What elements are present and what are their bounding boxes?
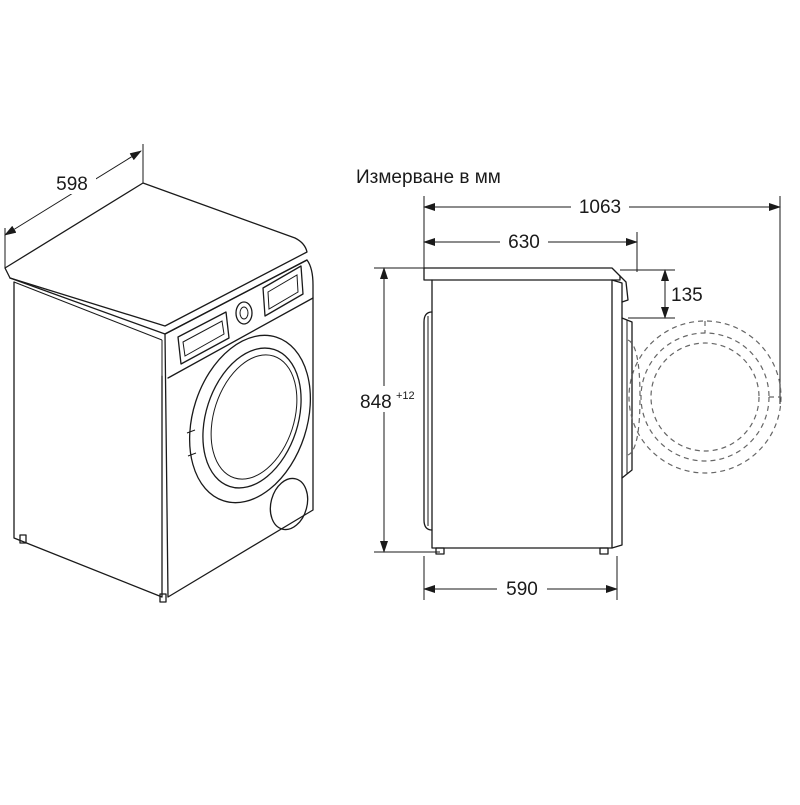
machine-body xyxy=(431,279,613,549)
dim-total-depth: 1063 xyxy=(579,197,621,218)
side-panel xyxy=(13,281,163,598)
top-panel xyxy=(4,182,308,327)
dim-height-adjust: +12 xyxy=(396,390,415,402)
dim-height: 848 xyxy=(360,392,392,413)
perspective-view: 598 xyxy=(4,144,314,603)
control-knob-side xyxy=(619,275,629,303)
side-view: Измерване в мм 1063 630 135 848 +12 590 xyxy=(356,167,782,601)
caption: Измерване в мм xyxy=(356,167,501,188)
machine-top xyxy=(423,267,621,281)
door-outer xyxy=(188,334,312,504)
display-panel xyxy=(262,265,304,317)
dim-foot-depth: 590 xyxy=(506,579,538,600)
dim-width: 598 xyxy=(56,174,88,195)
open-door-outline xyxy=(627,320,782,474)
front-panel xyxy=(164,259,314,598)
detergent-drawer xyxy=(177,311,230,365)
program-knob xyxy=(235,301,253,325)
pump-cover xyxy=(269,477,309,531)
dim-body-depth: 630 xyxy=(508,232,540,253)
dim-door-offset: 135 xyxy=(671,285,703,306)
